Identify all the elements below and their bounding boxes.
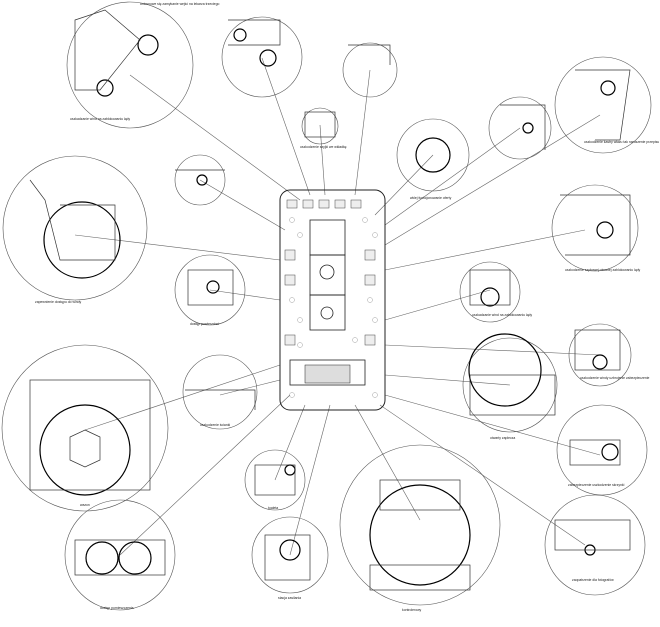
leader-lines — [74, 57, 601, 556]
label-bottom-center-b: stacja zasilania — [278, 596, 301, 600]
detail-linework — [29, 9, 631, 591]
label-left-middle: dostęp powierzchni — [190, 322, 220, 326]
detail-circles — [1, 1, 652, 611]
label-center-middle: wklej funkcjonowanie oferty — [410, 196, 452, 200]
label-bottom-right: kontrolerowy — [402, 608, 422, 612]
label-left-bottom: wazon — [80, 503, 90, 507]
label-bottom-far-right: zaopatrzenie dla fotografów — [572, 578, 614, 582]
label-right-middle: uszkodzenie szybowej otwartej zablokowan… — [565, 268, 641, 272]
label-right-bottom-b: zabezpieczenie uszkodzenie skrzynki — [568, 483, 625, 487]
label-left-upper: zapewnienie dostępu do windy — [35, 300, 82, 304]
label-left-lower: uszkodzenie ścianki — [200, 423, 231, 427]
label-bottom-left: dostęp pomieszczenia — [100, 606, 134, 610]
detail-markings — [39, 28, 619, 586]
label-top-left-lower: uszkadzanie wind na zablokowaniu lądy — [70, 117, 131, 121]
label-right-lower-a: uszkadzanie wind na zablokowaniu lądy — [472, 313, 533, 317]
label-center-upper: uszkodzenie szyjki we wkładkę — [300, 145, 347, 149]
label-right-lower-b: uszkodzenie windy uzbrojenie zabezpiecze… — [580, 376, 650, 380]
label-bottom-center-a: toaleta — [268, 506, 279, 510]
label-right-bottom-a: otwarty zaplecza — [490, 436, 516, 440]
label-right-top: uszkodzenie kastry włazu tak naruszenie … — [584, 140, 660, 144]
main-building-plan — [279, 189, 386, 411]
label-top-left: uniosnowe się zamykanie wejść na lekarza… — [140, 2, 220, 6]
